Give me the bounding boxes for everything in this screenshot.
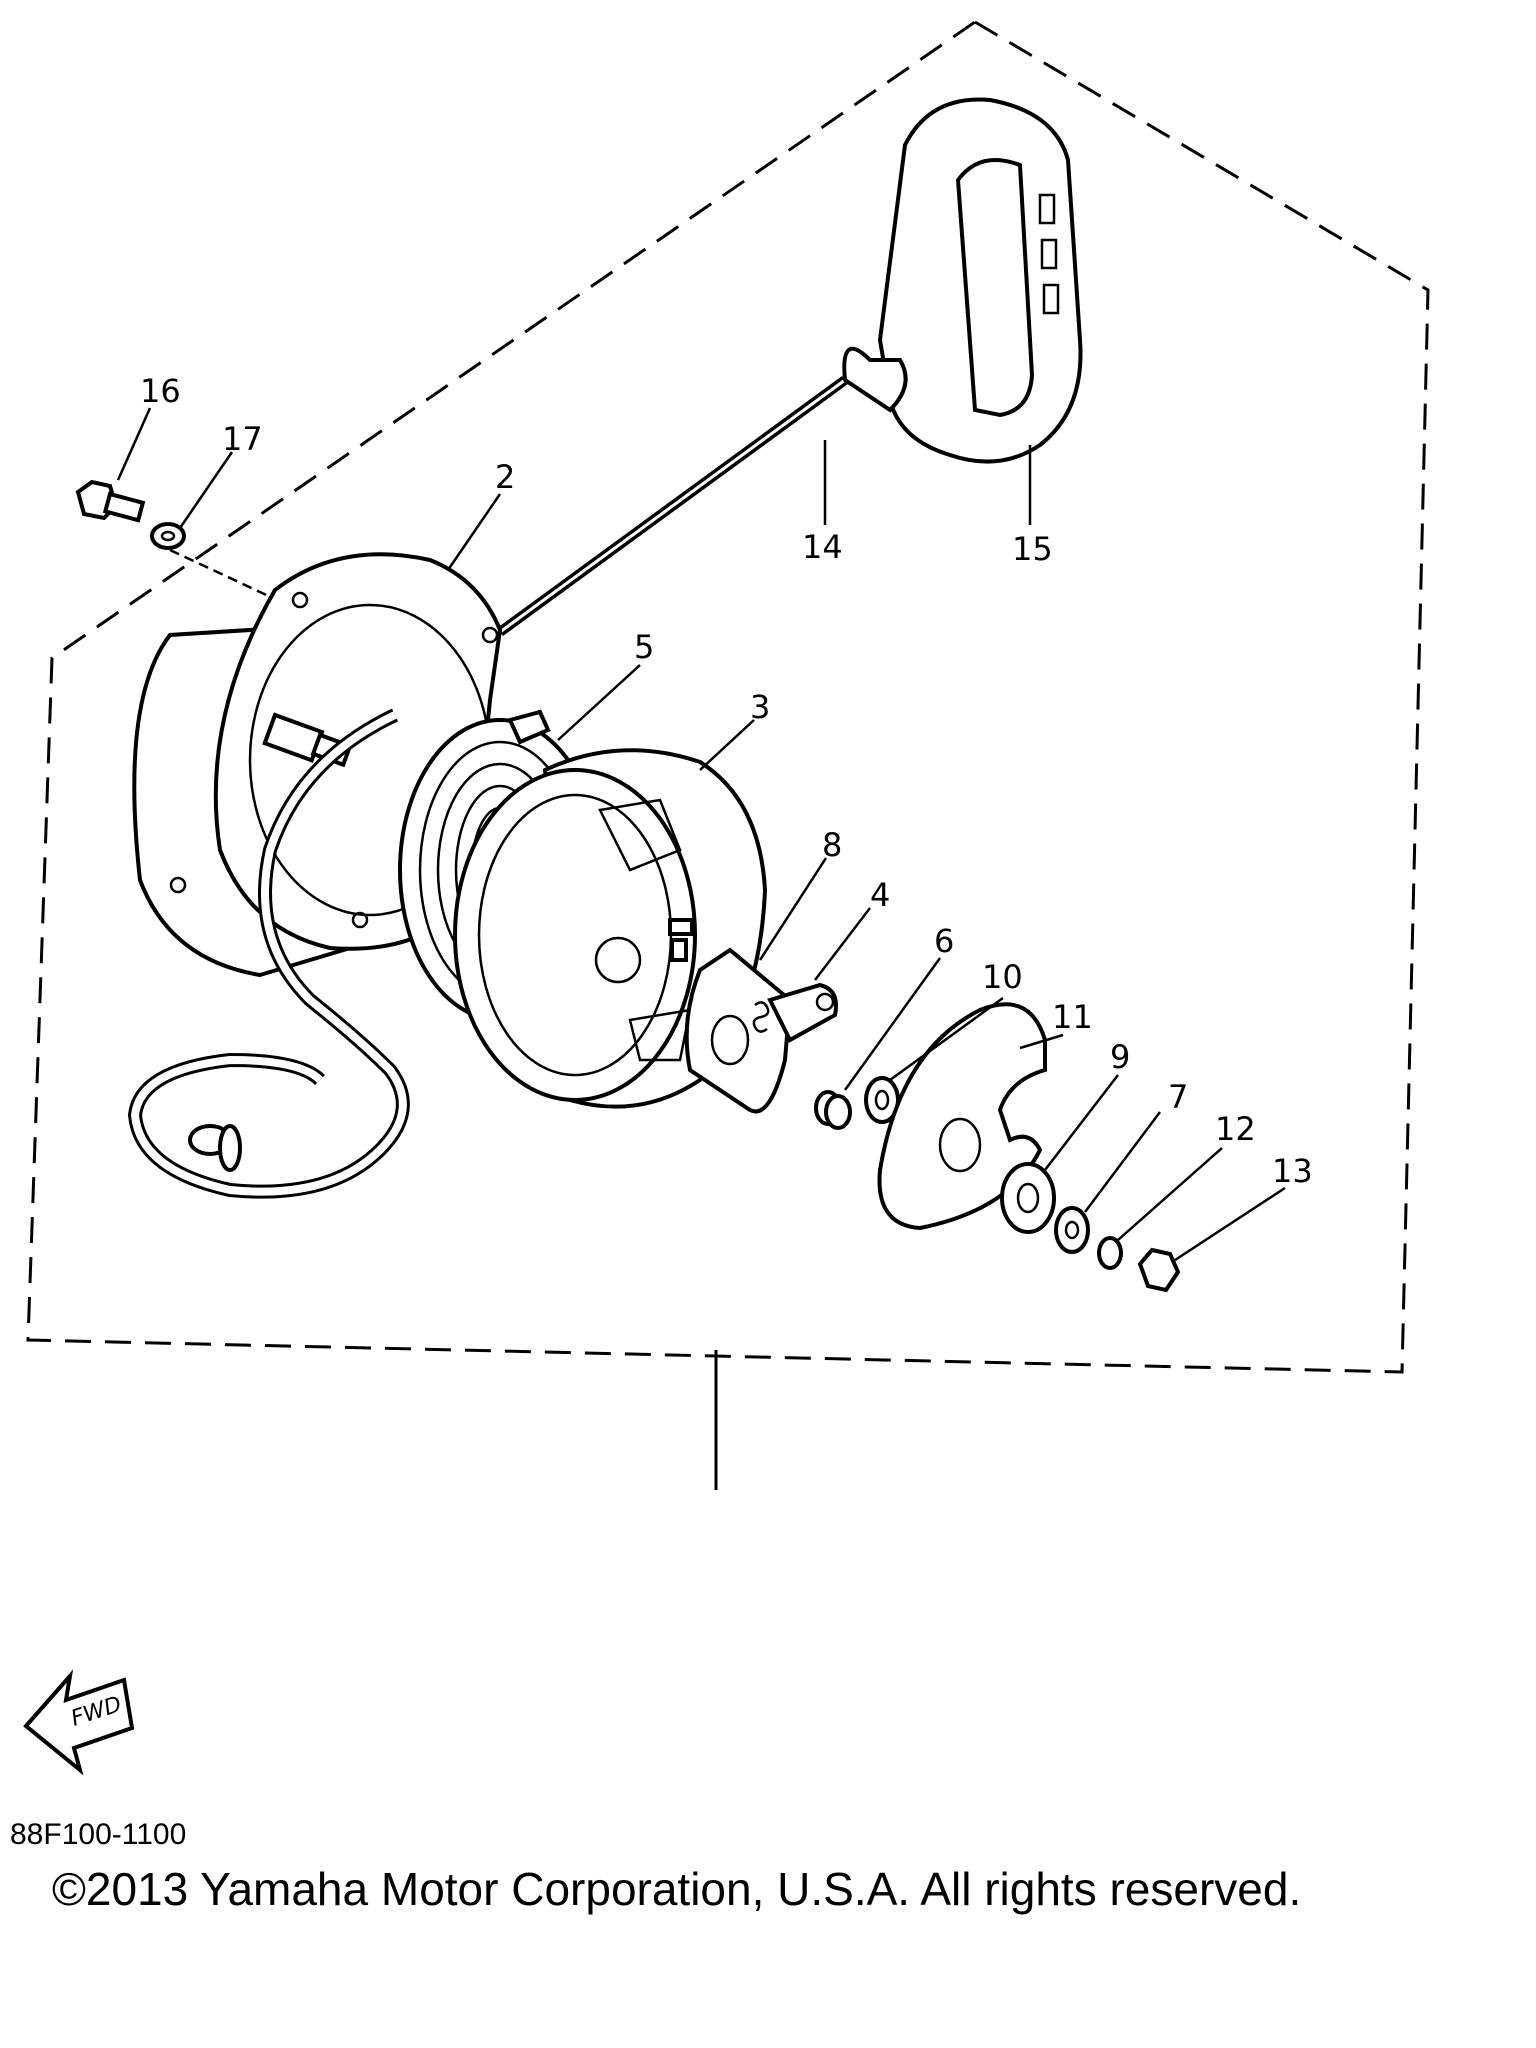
fwd-arrow: FWD — [23, 1669, 135, 1776]
callout-16: 16 — [140, 372, 181, 410]
callout-4: 4 — [870, 876, 890, 914]
callout-15: 15 — [1012, 530, 1053, 568]
callout-17: 17 — [222, 420, 263, 458]
bolt — [75, 479, 146, 523]
callout-3: 3 — [750, 688, 770, 726]
nut — [1137, 1247, 1181, 1293]
washer-17 — [150, 522, 186, 550]
callout-8: 8 — [822, 826, 842, 864]
callout-5: 5 — [634, 628, 654, 666]
callout-6: 6 — [934, 922, 954, 960]
callout-9: 9 — [1110, 1038, 1130, 1076]
starter-handle — [842, 97, 1083, 464]
callout-12: 12 — [1215, 1110, 1256, 1148]
friction-plate — [877, 1002, 1047, 1231]
callout-14: 14 — [802, 528, 843, 566]
leader-lines — [116, 407, 1286, 1264]
lock-washer — [1097, 1236, 1123, 1270]
diagram-part-code: 88F100-1100 — [10, 1818, 187, 1851]
callout-13: 13 — [1272, 1152, 1313, 1190]
callout-10: 10 — [982, 958, 1023, 996]
callout-2: 2 — [495, 458, 515, 496]
washer-7 — [1054, 1206, 1090, 1254]
callout-7: 7 — [1168, 1078, 1188, 1116]
spring-6 — [814, 1090, 852, 1130]
ratchet-pawl — [684, 947, 838, 1114]
spring-washer — [1000, 1162, 1056, 1234]
callout-11: 11 — [1052, 998, 1093, 1036]
pawl-spring — [752, 1001, 770, 1033]
copyright-notice: ©2013 Yamaha Motor Corporation, U.S.A. A… — [52, 1863, 1302, 1915]
